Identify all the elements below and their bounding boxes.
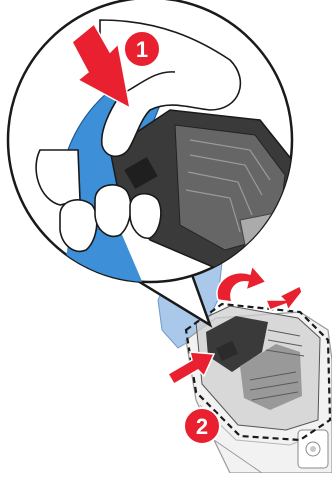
step-2-label: 2 [196, 414, 208, 439]
step-2-badge: 2 [184, 408, 220, 444]
step-1-badge: 1 [124, 31, 160, 67]
push-left-arrow-icon [266, 286, 302, 310]
rotate-arrow-icon [217, 266, 266, 302]
step-1-label: 1 [136, 37, 148, 62]
